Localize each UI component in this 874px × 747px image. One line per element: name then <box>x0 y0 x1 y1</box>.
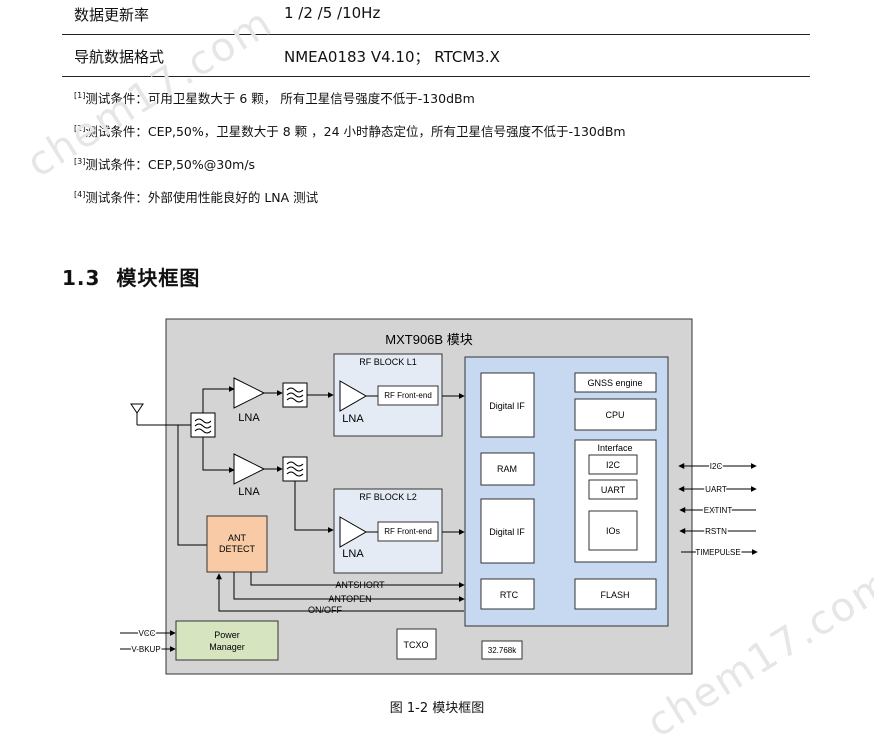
rf-frontend-box <box>377 521 439 542</box>
spec-value: NMEA0183 V4.10； RTCM3.X <box>284 48 500 66</box>
block-diagram: MXT906B 模块 LNA LNA RF BLOCK L1 LNA RF F <box>120 318 758 675</box>
power-manager-label: Manager <box>209 642 245 652</box>
pin-rstn-label: RSTN <box>705 527 727 536</box>
section-heading: 1.3 模块框图 <box>62 262 200 291</box>
antopen-label: ANTOPEN <box>328 594 371 604</box>
lna-amplifier-icon <box>339 380 368 412</box>
section-number: 1.3 <box>62 266 101 290</box>
i2c-label: I2C <box>606 460 621 470</box>
lna-label: LNA <box>238 486 260 498</box>
rf-frontend-label: RF Front-end <box>384 391 432 400</box>
vcc-pin-label: VCC <box>139 629 156 638</box>
rtc-label: RTC <box>500 590 519 600</box>
uart-label: UART <box>601 485 626 495</box>
ram-box <box>480 452 535 486</box>
digital-if-l1-box <box>480 372 535 438</box>
spec-row-update-rate: 数据更新率 1 /2 /5 /10Hz <box>62 0 810 35</box>
spec-value: 1 /2 /5 /10Hz <box>284 4 381 22</box>
rf-block-l1-label: RF BLOCK L1 <box>359 357 417 367</box>
pin-timepulse-label: TIMEPULSE <box>695 548 740 557</box>
filter-icon <box>282 382 308 408</box>
gnss-engine-label: GNSS engine <box>587 378 642 388</box>
footnote-mark: [1] <box>74 91 86 100</box>
tcxo-label: TCXO <box>403 640 428 650</box>
power-manager-box <box>175 620 279 661</box>
lna-amplifier-icon <box>233 453 266 485</box>
footnote: [4]测试条件：外部使用性能良好的 LNA 测试 <box>74 187 318 206</box>
pin-extint-label: EXTINT <box>704 506 733 515</box>
footnote: [1]测试条件：可用卫星数大于 6 颗， 所有卫星信号强度不低于-130dBm <box>74 88 475 107</box>
antshort-label: ANTSHORT <box>335 580 385 590</box>
rf-block-l2-label: RF BLOCK L2 <box>359 492 417 502</box>
rf-frontend-label: RF Front-end <box>384 527 432 536</box>
pin-i2c-label: I2C <box>710 462 723 471</box>
tcxo-box <box>396 628 437 660</box>
ant-detect-label: DETECT <box>219 544 256 554</box>
gnss-engine-box <box>574 372 657 393</box>
interface-label: Interface <box>597 443 632 453</box>
vbkup-pin-label: V-BKUP <box>131 645 160 654</box>
onoff-label: ON/OFF <box>308 605 342 615</box>
flash-box <box>574 578 657 610</box>
ram-label: RAM <box>497 464 517 474</box>
footnote-mark: [2] <box>74 124 86 133</box>
spec-key: 导航数据格式 <box>74 48 165 66</box>
lna-amplifier-icon <box>233 377 266 409</box>
antenna-icon <box>130 403 144 425</box>
footnote-mark: [3] <box>74 157 86 166</box>
footnote-text: 测试条件：可用卫星数大于 6 颗， 所有卫星信号强度不低于-130dBm <box>85 91 475 106</box>
power-manager-label: Power <box>214 630 240 640</box>
module-title: MXT906B 模块 <box>385 332 472 347</box>
filter-icon <box>190 412 216 438</box>
crystal-label: 32.768k <box>488 646 517 655</box>
lna-amplifier-icon <box>339 516 368 548</box>
lna-label: LNA <box>342 548 364 560</box>
spec-key: 数据更新率 <box>74 6 150 24</box>
section-title: 模块框图 <box>116 266 201 290</box>
footnote: [3]测试条件：CEP,50%@30m/s <box>74 154 255 173</box>
pin-uart-label: UART <box>705 485 727 494</box>
digital-if-l2-box <box>480 498 535 564</box>
i2c-box <box>588 454 638 475</box>
footnote-text: 测试条件：CEP,50%@30m/s <box>85 157 256 172</box>
footnote: [2]测试条件：CEP,50%，卫星数大于 8 颗 ，24 小时静态定位，所有卫… <box>74 121 626 140</box>
cpu-box <box>574 398 657 431</box>
flash-label: FLASH <box>600 590 629 600</box>
ant-detect-label: ANT <box>228 533 247 543</box>
uart-box <box>588 479 638 500</box>
rtc-box <box>480 578 535 610</box>
digital-if-label: Digital IF <box>489 527 525 537</box>
rf-frontend-box <box>377 385 439 406</box>
lna-label: LNA <box>342 413 364 425</box>
ios-box <box>588 510 638 551</box>
filter-icon <box>282 456 308 482</box>
figure-caption: 图 1-2 模块框图 <box>389 701 485 716</box>
ios-label: IOs <box>606 526 621 536</box>
footnote-text: 测试条件：CEP,50%，卫星数大于 8 颗 ，24 小时静态定位，所有卫星信号… <box>85 124 626 139</box>
lna-label: LNA <box>238 412 260 424</box>
cpu-label: CPU <box>605 410 624 420</box>
crystal-box <box>481 640 523 660</box>
digital-if-label: Digital IF <box>489 401 525 411</box>
footnote-mark: [4] <box>74 190 86 199</box>
footnote-text: 测试条件：外部使用性能良好的 LNA 测试 <box>85 190 319 205</box>
ant-detect-box <box>206 515 268 573</box>
spec-row-nav-format: 导航数据格式 NMEA0183 V4.10； RTCM3.X <box>62 38 810 77</box>
